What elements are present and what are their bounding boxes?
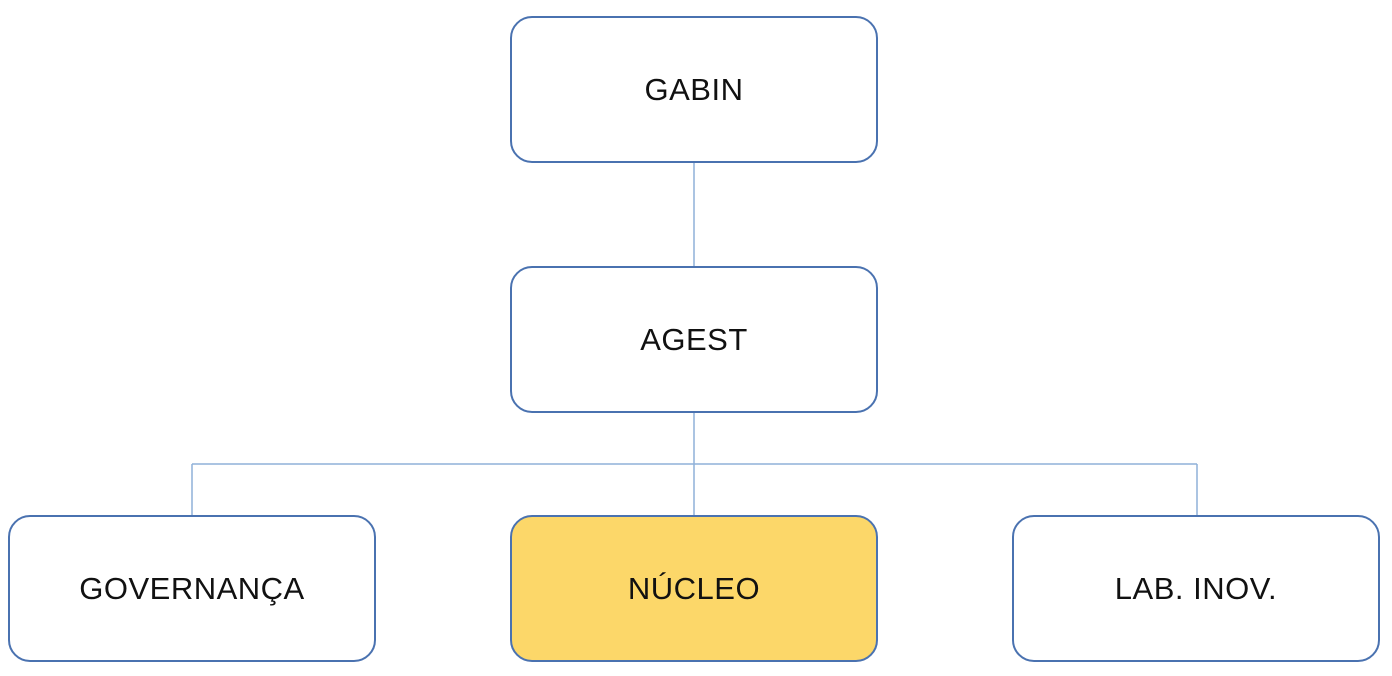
node-label-gabin: GABIN bbox=[644, 71, 744, 107]
node-agest[interactable]: AGEST bbox=[510, 266, 878, 413]
node-nucleo[interactable]: NÚCLEO bbox=[510, 515, 878, 662]
node-label-governanca: GOVERNANÇA bbox=[79, 570, 305, 606]
node-label-lab-inov: LAB. INOV. bbox=[1114, 570, 1278, 606]
node-gabin[interactable]: GABIN bbox=[510, 16, 878, 163]
node-governanca[interactable]: GOVERNANÇA bbox=[8, 515, 376, 662]
node-lab-inov[interactable]: LAB. INOV. bbox=[1012, 515, 1380, 662]
node-label-nucleo: NÚCLEO bbox=[627, 570, 761, 606]
node-label-agest: AGEST bbox=[640, 321, 748, 357]
